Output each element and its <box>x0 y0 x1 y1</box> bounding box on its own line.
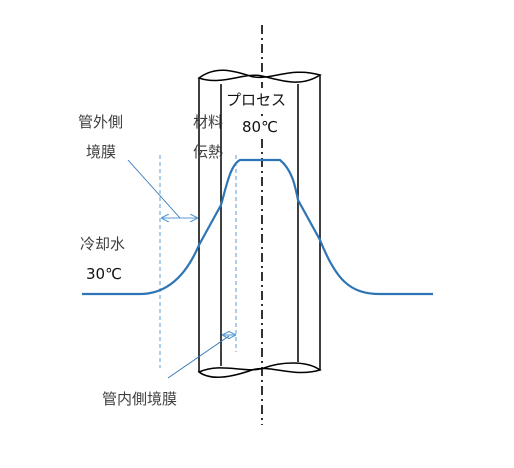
wall-conduction-label-line1: 材料 <box>193 113 223 131</box>
coolant-name-label: 冷却水 <box>80 235 125 253</box>
process-temp-label: 80℃ <box>242 118 278 136</box>
outer-film-leader-line <box>127 159 181 219</box>
outer-film-label-line2: 境膜 <box>86 143 116 161</box>
inner-film-leader-line <box>167 335 230 379</box>
tube-top-cut <box>197 69 322 83</box>
process-name-label: プロセス <box>226 91 286 109</box>
inner-film-label: 管内側境膜 <box>102 390 177 408</box>
process-temp-backdrop <box>241 117 279 137</box>
outer-film-label-line1: 管外側 <box>78 113 123 131</box>
tube-bottom-cut <box>197 362 322 379</box>
temperature-profile-curve <box>82 158 433 296</box>
coolant-temp-label: 30℃ <box>86 265 122 283</box>
tube <box>197 69 322 379</box>
process-label-backdrop <box>225 88 297 110</box>
wall-conduction-label-line2: 伝熱 <box>193 143 223 161</box>
